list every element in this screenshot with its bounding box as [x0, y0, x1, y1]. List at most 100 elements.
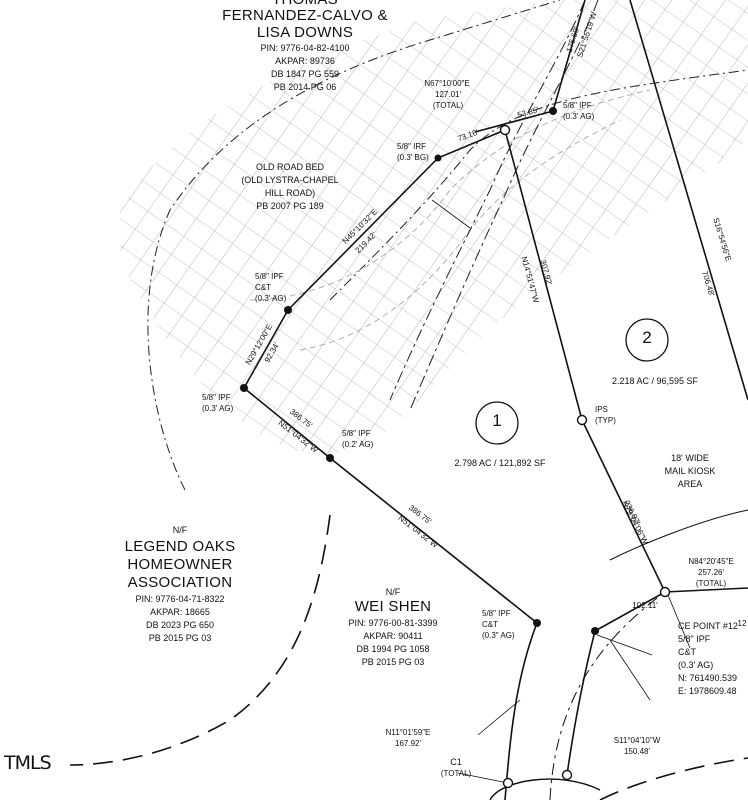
owner-top-name-line2: FERNANDEZ-CALVO & — [222, 7, 388, 24]
monument-ipf — [549, 107, 557, 115]
lot-line-1-2 — [504, 129, 583, 421]
irf-l2: (0.3' BG) — [397, 153, 429, 162]
wei-shen-name: WEI SHEN — [354, 598, 432, 615]
road-cul-de-sac — [489, 778, 601, 800]
owner-top-pb: PB 2014 PG 06 — [273, 82, 337, 92]
ipf-ct-l1: 5/8" IPF — [255, 272, 284, 281]
ce-point-l2: 5/8" IPF — [678, 634, 711, 644]
owner-top-akpar: AKPAR: 89736 — [275, 56, 335, 66]
monument-ipf — [591, 627, 599, 635]
boundary-west — [242, 129, 538, 624]
owner-top-pin: PIN: 9776-04-82-4100 — [260, 43, 350, 53]
ipf-top-l1: 5/8" IPF — [563, 101, 592, 110]
dist-127-total: (TOTAL) — [432, 101, 464, 110]
legend-oaks-line3: ASSOCIATION — [127, 574, 233, 591]
old-road-bed-left — [389, 0, 586, 401]
wei-shen-nf: N/F — [385, 587, 401, 597]
wei-shen-akpar: AKPAR: 90411 — [363, 631, 423, 641]
ipf-mid-l1: 5/8" IPF — [342, 429, 371, 438]
leader-line — [596, 634, 653, 656]
wei-shen-db: DB 1994 PG 1058 — [356, 644, 430, 654]
old-road-line1: OLD ROAD BED — [255, 162, 324, 172]
tmls-logo: TMLS — [4, 752, 52, 774]
legend-oaks-db: DB 2023 PG 650 — [145, 620, 215, 630]
kiosk-line2: MAIL KIOSK — [664, 466, 716, 476]
ips-l1: IPS — [595, 405, 608, 414]
ce-point-l6: E: 1978609.48 — [678, 686, 737, 696]
legend-oaks-pin: PIN: 9776-04-71-8322 — [135, 594, 225, 604]
monument-ipf — [326, 454, 334, 462]
ipf-left-l2: (0.3' AG) — [202, 404, 234, 413]
lot-1-area: 2.798 AC / 121,892 SF — [454, 458, 546, 468]
road-edge-east — [566, 630, 596, 776]
legend-oaks-line2: HOMEOWNER — [127, 556, 233, 573]
dist-127: 127.01' — [435, 90, 461, 99]
lot-1-circle — [475, 401, 519, 445]
old-road-line4: PB 2007 PG 189 — [256, 201, 324, 211]
legend-oaks-line1: LEGEND OAKS — [124, 538, 236, 555]
monument-ipf — [533, 619, 541, 627]
ce-point-l4: (0.3' AG) — [678, 660, 714, 670]
monument-ipf — [284, 306, 292, 314]
road-curve-outer — [609, 509, 748, 561]
monument-ipf — [240, 384, 248, 392]
dist-257: 257.26' — [698, 568, 724, 577]
lot-2-area: 2.218 AC / 96,595 SF — [611, 376, 699, 386]
monument-irf — [434, 154, 442, 162]
monument-ips — [659, 586, 671, 598]
ipf-bottom-l2: C&T — [482, 620, 498, 629]
lot-1-number: 1 — [492, 411, 502, 430]
kiosk-line3: AREA — [677, 479, 703, 489]
bearing-n84: N84°20'45"E — [688, 557, 734, 566]
monument-ips — [502, 777, 514, 789]
kiosk-line1: 18' WIDE — [671, 453, 709, 463]
lot-2-number: 2 — [642, 328, 652, 347]
curve-c1-total: (TOTAL) — [440, 769, 472, 778]
legend-oaks-akpar: AKPAR: 18665 — [150, 607, 210, 617]
bearing-n11: N11°01'59"E — [385, 728, 431, 737]
ce-point-l5: N: 761490.539 — [678, 673, 738, 683]
hatched-area — [120, 0, 748, 454]
leader-line — [431, 199, 471, 229]
legend-oaks-boundary — [69, 514, 331, 766]
bearing-s11: S11°04'10"W — [613, 736, 661, 745]
wei-shen-pin: PIN: 9776-00-81-3399 — [348, 618, 438, 628]
bottom-dashed-line — [599, 757, 748, 800]
dist-150: 150.48' — [624, 747, 650, 756]
monument-ips — [561, 769, 573, 781]
ce-point-l1: CE POINT #12 — [678, 621, 738, 631]
ipf-top-l2: (0.3' AG) — [563, 112, 595, 121]
dist-167: 167.92' — [395, 739, 421, 748]
ipf-ct-l2: C&T — [255, 283, 271, 292]
old-road-line3: HILL ROAD) — [264, 188, 316, 198]
bearing-n67: N67°10'00"E — [424, 79, 470, 88]
road-centerline — [549, 591, 666, 800]
leader-line — [667, 594, 691, 649]
monument-ips — [576, 414, 588, 426]
legend-oaks-pb: PB 2015 PG 03 — [148, 633, 212, 643]
owner-top-name-line3: LISA DOWNS — [256, 24, 354, 41]
dist-257-total: (TOTAL) — [695, 579, 727, 588]
road-edge-west — [504, 622, 538, 800]
ipf-bottom-l1: 5/8" IPF — [482, 609, 511, 618]
owner-top-db: DB 1847 PG 559 — [270, 69, 340, 79]
ipf-bottom-l3: (0.3" AG) — [482, 631, 515, 640]
leader-line — [609, 639, 651, 701]
ipf-left-l1: 5/8" IPF — [202, 393, 231, 402]
ipf-mid-l2: (0.2' AG) — [342, 440, 374, 449]
boundary-east — [629, 0, 748, 401]
legend-oaks-nf: N/F — [172, 525, 188, 535]
monument-ips — [499, 124, 511, 136]
curve-c1: C1 — [450, 757, 462, 767]
old-road-bed-right — [409, 0, 599, 411]
ce-point-l3: C&T — [678, 647, 696, 657]
dist-102: 102.11' — [632, 601, 658, 610]
old-road-line2: (OLD LYSTRA-CHAPEL — [241, 175, 339, 185]
irf-l1: 5/8" IRF — [397, 142, 427, 151]
buffer-line-inner — [329, 69, 748, 301]
owner-top-name-line1: THOMAS — [230, 0, 380, 8]
wei-shen-pb: PB 2015 PG 03 — [361, 657, 425, 667]
buffer-line-outer — [147, 0, 561, 491]
ips-l2: (TYP) — [595, 416, 616, 425]
